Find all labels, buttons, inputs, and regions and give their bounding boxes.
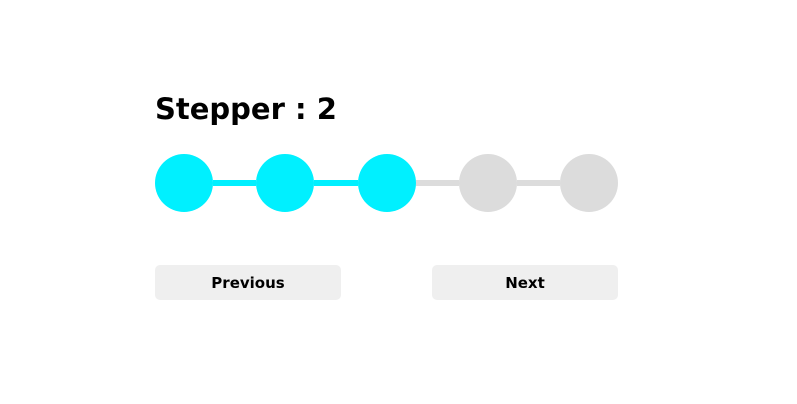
step-connector-0 [213, 180, 257, 186]
step-circle-4 [560, 154, 618, 212]
stepper-title: Stepper : 2 [155, 92, 337, 126]
step-connector-3 [516, 180, 560, 186]
step-circle-3 [458, 154, 517, 212]
step-circle-2 [357, 154, 416, 212]
step-circle-0 [155, 154, 213, 212]
stepper-app: Stepper : 2 Previous Next [155, 92, 618, 300]
previous-button[interactable]: Previous [155, 265, 341, 300]
stepper-track [155, 154, 618, 212]
next-button[interactable]: Next [432, 265, 618, 300]
step-connector-2 [415, 180, 459, 186]
step-connector-1 [314, 180, 358, 186]
step-circle-1 [256, 154, 315, 212]
stepper-controls: Previous Next [155, 265, 618, 300]
